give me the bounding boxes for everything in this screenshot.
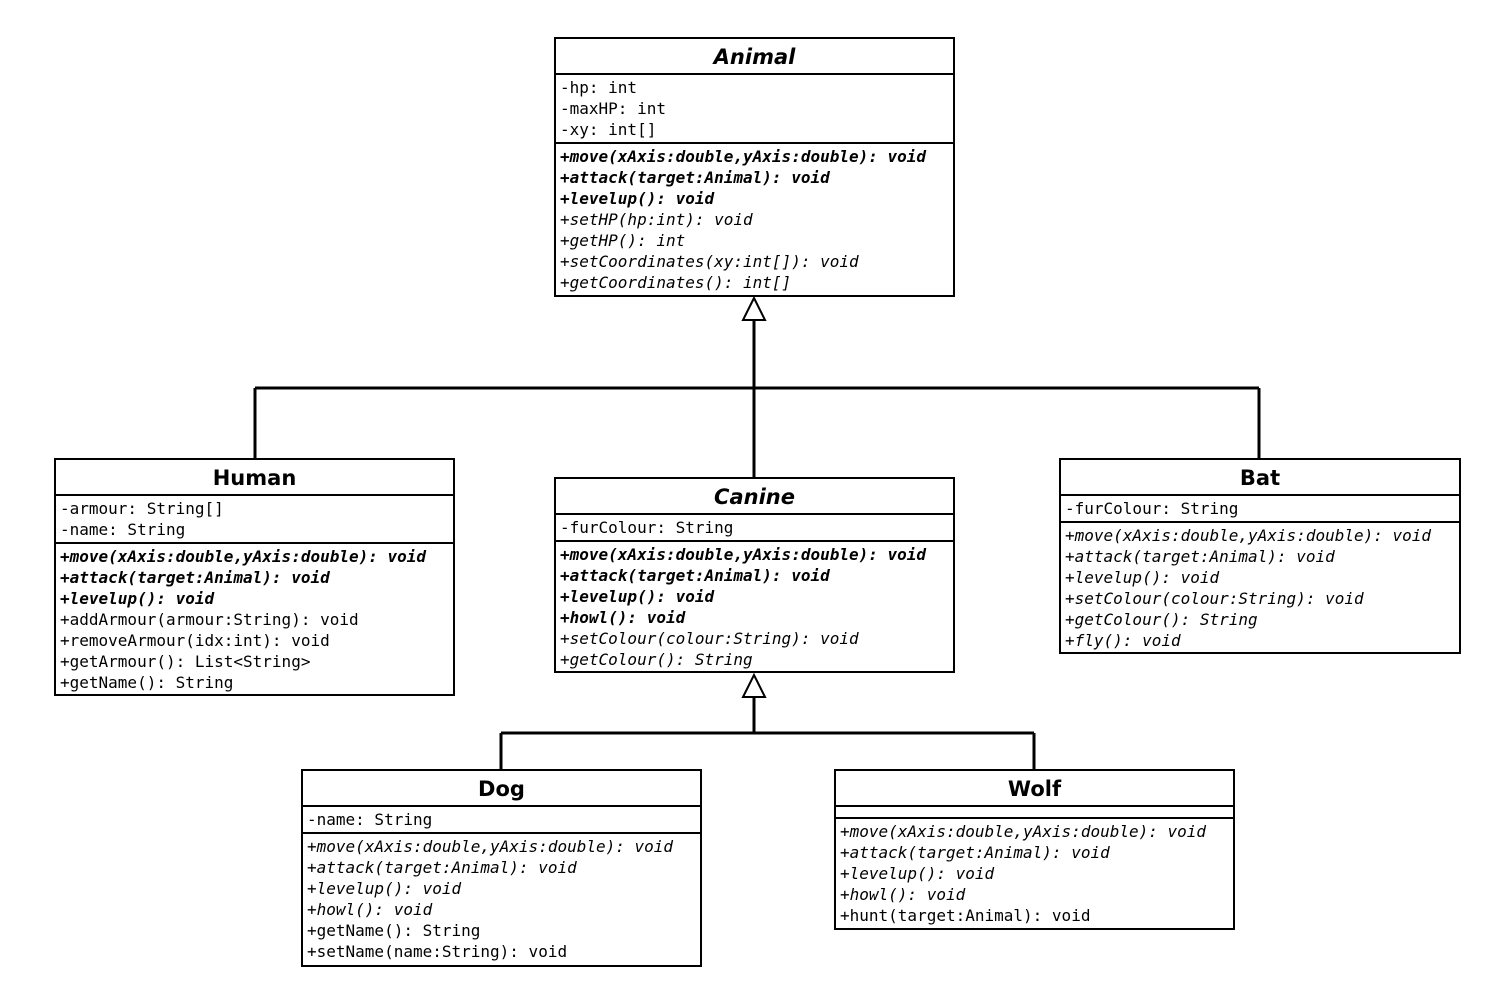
class-human: Human -armour: String[] -name: String +mo… xyxy=(54,458,455,696)
attribute-row: -armour: String[] xyxy=(60,499,224,518)
inheritance-arrowhead xyxy=(741,672,767,698)
method-row: +levelup(): void xyxy=(560,587,715,606)
method-row: +levelup(): void xyxy=(560,189,715,208)
methods-section: +move(xAxis:double,yAxis:double): void +a… xyxy=(303,834,700,964)
attributes-section: -hp: int -maxHP: int -xy: int[] xyxy=(556,75,953,144)
attributes-section: -armour: String[] -name: String xyxy=(56,496,453,544)
attribute-row: -name: String xyxy=(60,520,186,539)
attributes-section: -furColour: String xyxy=(1061,496,1459,523)
attribute-row: -furColour: String xyxy=(1065,499,1239,518)
class-name: Animal xyxy=(556,39,953,75)
attribute-row: -furColour: String xyxy=(560,518,734,537)
method-row: +attack(target:Animal): void xyxy=(840,843,1110,862)
attribute-row: -xy: int[] xyxy=(560,120,657,139)
attribute-row: -hp: int xyxy=(560,78,638,97)
class-name: Human xyxy=(56,460,453,496)
method-row: +setColour(colour:String): void xyxy=(560,629,859,648)
class-wolf: Wolf +move(xAxis:double,yAxis:double): v… xyxy=(834,769,1235,930)
animal-generalization xyxy=(253,320,1261,478)
method-row: +fly(): void xyxy=(1065,631,1181,650)
canine-generalization xyxy=(499,697,1036,770)
method-row: +attack(target:Animal): void xyxy=(1065,547,1335,566)
method-row: +move(xAxis:double,yAxis:double): void xyxy=(560,545,927,564)
methods-section: +move(xAxis:double,yAxis:double): void +a… xyxy=(56,544,453,695)
attribute-row: -maxHP: int xyxy=(560,99,666,118)
class-animal: Animal -hp: int -maxHP: int -xy: int[] +mo… xyxy=(554,37,955,297)
method-row: +getHP(): int xyxy=(560,231,686,250)
class-canine: Canine -furColour: String +move(xAxis:do… xyxy=(554,477,955,673)
method-row: +attack(target:Animal): void xyxy=(560,168,830,187)
method-row: +addArmour(armour:String): void xyxy=(60,610,359,629)
class-name: Canine xyxy=(556,479,953,515)
class-bat: Bat -furColour: String +move(xAxis:doubl… xyxy=(1059,458,1461,654)
method-row: +removeArmour(idx:int): void xyxy=(60,631,330,650)
method-row: +move(xAxis:double,yAxis:double): void xyxy=(60,547,427,566)
method-row: +attack(target:Animal): void xyxy=(307,858,577,877)
method-row: +setColour(colour:String): void xyxy=(1065,589,1364,608)
methods-section: +move(xAxis:double,yAxis:double): void +a… xyxy=(1061,523,1459,653)
method-row: +move(xAxis:double,yAxis:double): void xyxy=(1065,526,1432,545)
attribute-row: -name: String xyxy=(307,810,433,829)
method-row: +move(xAxis:double,yAxis:double): void xyxy=(307,837,674,856)
method-row: +levelup(): void xyxy=(840,864,995,883)
methods-section: +move(xAxis:double,yAxis:double): void +a… xyxy=(836,819,1233,928)
method-row: +attack(target:Animal): void xyxy=(560,566,830,585)
class-name: Wolf xyxy=(836,771,1233,807)
method-row: +howl(): void xyxy=(560,608,686,627)
attributes-section xyxy=(836,807,1233,819)
class-name: Dog xyxy=(303,771,700,807)
method-row: +move(xAxis:double,yAxis:double): void xyxy=(840,822,1207,841)
attributes-section: -furColour: String xyxy=(556,515,953,542)
method-row: +getCoordinates(): int[] xyxy=(560,273,792,292)
method-row: +getColour(): String xyxy=(1065,610,1258,629)
method-row: +howl(): void xyxy=(840,885,966,904)
method-row: +move(xAxis:double,yAxis:double): void xyxy=(560,147,927,166)
method-row: +setHP(hp:int): void xyxy=(560,210,753,229)
class-name: Bat xyxy=(1061,460,1459,496)
class-dog: Dog -name: String +move(xAxis:double,yAx… xyxy=(301,769,702,967)
methods-section: +move(xAxis:double,yAxis:double): void +a… xyxy=(556,144,953,295)
methods-section: +move(xAxis:double,yAxis:double): void +a… xyxy=(556,542,953,672)
method-row: +setName(name:String): void xyxy=(307,942,568,961)
method-row: +getArmour(): List<String> xyxy=(60,652,311,671)
method-row: +levelup(): void xyxy=(1065,568,1220,587)
method-row: +setCoordinates(xy:int[]): void xyxy=(560,252,859,271)
method-row: +attack(target:Animal): void xyxy=(60,568,330,587)
attributes-section: -name: String xyxy=(303,807,700,834)
method-row: +levelup(): void xyxy=(307,879,462,898)
method-row: +getName(): String xyxy=(60,673,234,692)
method-row: +hunt(target:Animal): void xyxy=(840,906,1091,925)
method-row: +getName(): String xyxy=(307,921,481,940)
method-row: +levelup(): void xyxy=(60,589,215,608)
inheritance-arrowhead xyxy=(741,295,767,321)
method-row: +howl(): void xyxy=(307,900,433,919)
method-row: +getColour(): String xyxy=(560,650,753,669)
